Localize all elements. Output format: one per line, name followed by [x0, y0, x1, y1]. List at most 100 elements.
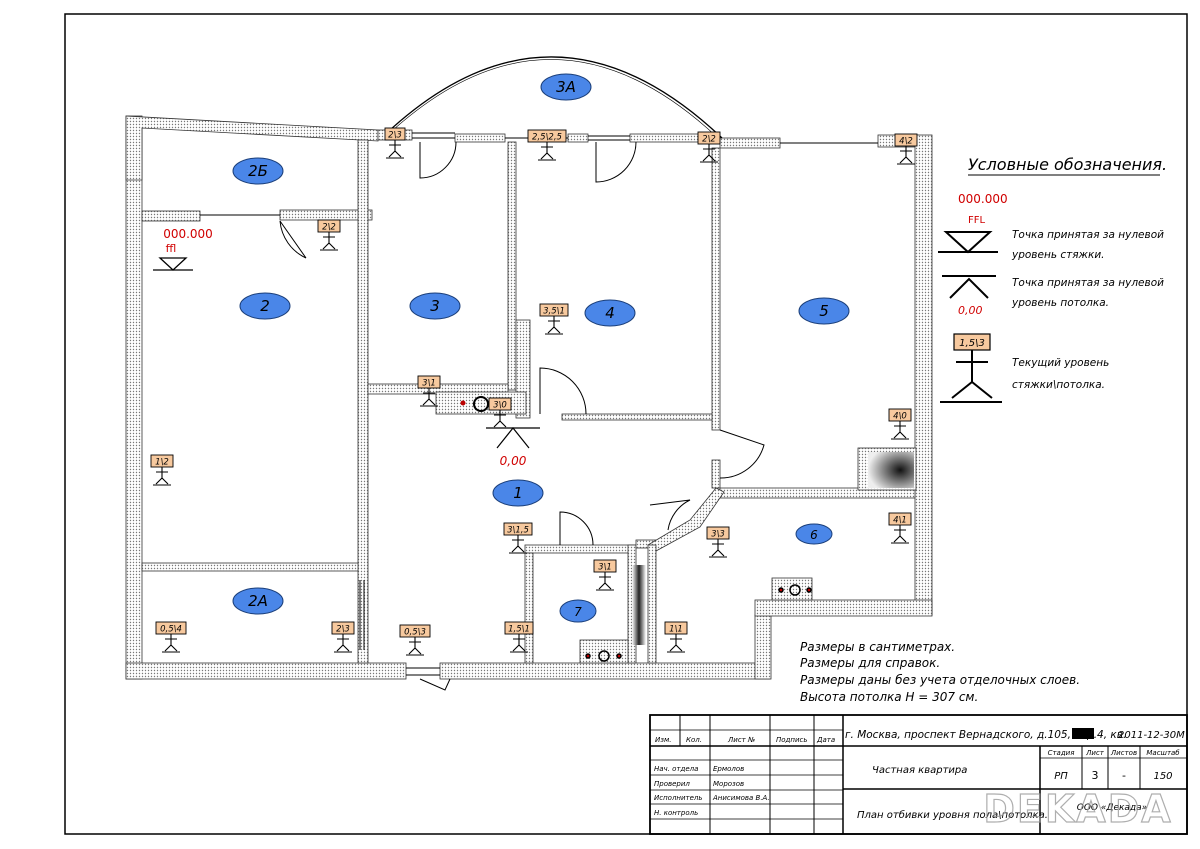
col-data: Дата	[816, 736, 835, 744]
room-label-r1: 1	[492, 479, 544, 507]
v-masshtab: 150	[1153, 771, 1172, 782]
level-mark-value: 4\2	[899, 137, 913, 147]
role-3: Исполнитель	[654, 794, 703, 802]
room-label-r3: 3	[409, 292, 461, 320]
room-ellipse	[232, 157, 284, 185]
room-number: 4	[605, 304, 615, 322]
windows	[200, 132, 878, 676]
room-ellipse	[584, 299, 636, 327]
doors	[279, 141, 765, 691]
room-ellipse	[492, 479, 544, 507]
room-ellipse	[409, 292, 461, 320]
level-mark: 0,5\3	[399, 624, 431, 656]
legend-current-mark: 1,5\3	[959, 338, 985, 349]
legend-floor-value: 000.000	[958, 192, 1008, 206]
room-number: 7	[574, 605, 582, 619]
title-block-text: г. Москва, проспект Вернадского, д.105, …	[654, 728, 1185, 821]
level-mark: 2\2	[317, 219, 341, 251]
zero-floor-value: 000.000	[163, 227, 213, 241]
level-mark: 1\2	[150, 454, 174, 486]
level-mark: 3,5\1	[539, 303, 569, 335]
level-mark: 4\0	[888, 408, 912, 440]
role-2: Проверил	[654, 780, 690, 788]
level-mark: 2\2	[697, 131, 721, 163]
legend-current-desc-1: Текущий уровень	[1012, 357, 1109, 369]
zero-ceiling-value: 0,00	[500, 454, 527, 468]
level-mark: 3\3	[706, 526, 730, 558]
level-mark: 4\2	[894, 133, 918, 165]
room-label-r5: 5	[798, 297, 850, 325]
v-stadia: РП	[1054, 771, 1068, 782]
legend-floor-desc-1: Точка принятая за нулевой	[1012, 229, 1164, 241]
level-mark: 3\1	[417, 375, 441, 407]
level-mark-value: 3\1	[422, 379, 436, 389]
col-list: Лист №	[727, 736, 755, 744]
room-number: 5	[819, 302, 829, 320]
room-label-r3a: 3А	[540, 73, 592, 101]
level-mark-value: 1,5\1	[508, 625, 530, 635]
legend: Условные обозначения. 000.000 FFL Точка …	[938, 155, 1167, 403]
ventilation-shaft	[868, 452, 914, 488]
name-2: Морозов	[713, 780, 744, 788]
level-mark: 2,5\2,5	[527, 129, 567, 161]
room-ellipse	[239, 292, 291, 320]
room-number: 3А	[556, 78, 576, 96]
room-number: 2Б	[248, 162, 268, 180]
room-ellipse	[232, 587, 284, 615]
redacted-block	[1072, 728, 1094, 739]
level-mark: 3\0	[488, 397, 512, 429]
room-label-r4: 4	[584, 299, 636, 327]
v-list: 3	[1092, 769, 1099, 782]
legend-title: Условные обозначения.	[968, 155, 1167, 174]
plumbing-fixtures	[585, 584, 812, 662]
level-mark: 4\1	[888, 512, 912, 544]
level-mark-value: 3\1,5	[507, 526, 529, 536]
room-label-r6: 6	[795, 523, 833, 545]
v-listov: -	[1122, 769, 1126, 782]
company-name: ООО «Декада»	[1077, 803, 1147, 813]
col-kol: Кол.	[686, 736, 702, 744]
room-label-r7: 7	[559, 599, 597, 623]
room-ellipse	[798, 297, 850, 325]
level-mark-value: 1\2	[155, 458, 169, 468]
balcony-arc	[389, 56, 723, 139]
level-mark: 2\3	[331, 621, 355, 653]
project-code: 2011-12-30М	[1118, 730, 1185, 741]
level-mark-value: 3\3	[711, 530, 725, 540]
room-ellipse	[559, 599, 597, 623]
legend-current-desc-2: стяжки\потолка.	[1012, 379, 1105, 391]
level-mark: 1\1	[664, 621, 688, 653]
level-mark-value: 2\2	[322, 223, 336, 233]
zero-floor-mark: 000.000 ffl	[153, 227, 213, 271]
room-number: 3	[430, 297, 440, 315]
drawing-frame	[64, 13, 1188, 835]
note-line: Размеры в сантиметрах.	[800, 640, 955, 654]
level-mark-value: 0,5\3	[404, 628, 426, 638]
level-mark-value: 0,5\4	[160, 625, 182, 635]
level-mark-value: 2,5\2,5	[532, 133, 562, 143]
watermark: DEKADA	[983, 787, 1172, 831]
room-number: 2А	[248, 592, 268, 610]
address: г. Москва, проспект Вернадского, д.105, …	[845, 729, 1126, 741]
level-mark-value: 4\1	[893, 516, 907, 526]
h-stadia: Стадия	[1048, 749, 1075, 757]
sheet-title: План отбивки уровня пола\потолка.	[857, 809, 1048, 821]
legend-ceiling-value: 0,00	[958, 304, 983, 317]
level-mark-value: 3\0	[493, 401, 507, 411]
title-block	[649, 714, 1188, 835]
role-1: Нач. отдела	[654, 765, 698, 773]
level-mark: 3\1	[593, 559, 617, 591]
room-ellipse	[795, 523, 833, 545]
level-mark: 3\1,5	[503, 522, 533, 554]
col-izm: Изм.	[655, 736, 671, 744]
h-listov: Листов	[1110, 749, 1137, 757]
room-number: 2	[260, 297, 270, 315]
room-ellipse	[540, 73, 592, 101]
name-3: Анисимова В.А.	[712, 794, 770, 802]
level-mark: 1,5\1	[504, 621, 534, 653]
level-mark-value: 4\0	[893, 412, 907, 422]
legend-floor-code: FFL	[968, 215, 986, 226]
room-label-r2: 2	[239, 292, 291, 320]
room-number: 6	[810, 528, 818, 542]
